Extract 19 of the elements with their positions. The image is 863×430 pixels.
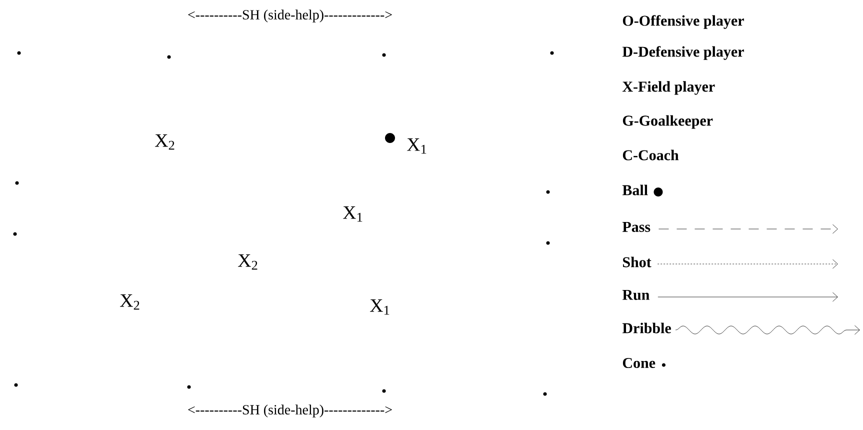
legend-label: G-Goalkeeper [622, 115, 713, 129]
legend-label: C-Coach [622, 150, 679, 160]
legend-label: D-Defensive player [622, 46, 744, 60]
side-help-label: <----------SH (side-help)-------------> [188, 404, 392, 418]
legend-label: X-Field player [622, 81, 715, 95]
player-label: X$_{2}$ [120, 294, 140, 310]
side-help-label: <----------SH (side-help)-------------> [188, 10, 392, 22]
player-label: X$_{1}$ [370, 299, 390, 315]
legend-label: O-Offensive player [622, 15, 744, 29]
player-label: X$_{1}$ [343, 206, 362, 222]
legend-label: Cone [622, 358, 656, 368]
legend-label: Shot [623, 256, 652, 268]
player-label: X$_{1}$ [407, 138, 426, 154]
legend-label: Pass [622, 222, 650, 232]
player-label: X$_{2}$ [155, 134, 174, 150]
legend-label: Run [622, 290, 650, 300]
legend-label: Dribble [622, 322, 671, 334]
player-label: X$_{2}$ [238, 254, 258, 270]
legend-label: Ball [622, 184, 648, 196]
